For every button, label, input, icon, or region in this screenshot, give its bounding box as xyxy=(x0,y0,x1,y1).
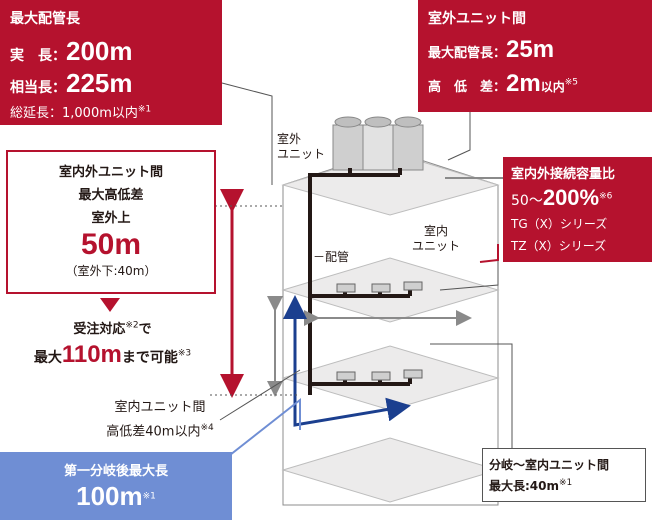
outdoor-maxpipe-row: 最大配管長：25m xyxy=(428,36,554,64)
outdoor-maxpipe-label: 最大配管長： xyxy=(428,46,507,61)
total-length-note: ※1 xyxy=(137,104,152,115)
order-note-line1-note: ※2 xyxy=(125,320,139,331)
total-length-text: 総延長：1,000m以内 xyxy=(10,106,138,121)
capacity-ratio-value: 200% xyxy=(542,185,600,210)
height-box-line1: 室内外ユニット間 xyxy=(58,165,163,180)
order-note-line2-value: 110m xyxy=(61,341,122,368)
outdoor-height-note: ※5 xyxy=(564,77,578,88)
max-pipe-title: 最大配管長 xyxy=(10,11,80,27)
outdoor-unit-spec-box: 室外ユニット間 最大配管長：25m 高 低 差：2m以内※5 xyxy=(418,0,652,112)
total-length-row: 総延長：1,000m以内※1 xyxy=(10,102,151,121)
first-branch-arrow xyxy=(293,300,411,427)
actual-length-label: 実 長： xyxy=(10,48,66,64)
order-note-line2-note: ※3 xyxy=(177,348,192,359)
indoor-height-label: 室内ユニット間 高低差40m以内※4 xyxy=(60,398,260,442)
branch-box-note: ※1 xyxy=(559,478,573,488)
actual-length-value: 200m xyxy=(66,36,133,66)
capacity-ratio-note: ※6 xyxy=(599,191,613,202)
capacity-ratio-prefix: 50～ xyxy=(511,193,543,209)
actual-length-row: 実 長：200m xyxy=(10,36,133,67)
outdoor-maxpipe-value: 25m xyxy=(506,36,555,63)
outdoor-height-value: 2m xyxy=(506,70,541,97)
outdoor-unit-label: 室外 ユニット xyxy=(277,132,326,161)
indoor-unit-label: 室内 ユニット xyxy=(412,224,461,253)
max-pipe-length-box: 最大配管長 実 長：200m 相当長：225m 総延長：1,000m以内※1 xyxy=(0,0,222,125)
height-box-line3: 室外上 xyxy=(91,211,131,226)
equivalent-length-row: 相当長：225m xyxy=(10,68,133,99)
outdoor-spec-title: 室外ユニット間 xyxy=(428,11,526,27)
capacity-ratio-range: 50～200%※6 xyxy=(511,185,612,211)
down-triangle-icon xyxy=(100,298,120,312)
pipe-label-text: 配管 xyxy=(325,250,350,264)
pipe-label: －配管 xyxy=(313,250,350,264)
order-note: 受注対応※2で 最大110mまで可能※3 xyxy=(0,318,225,369)
series-tg: TG（X）シリーズ xyxy=(511,217,608,231)
indoor-height-note: ※4 xyxy=(200,423,214,433)
equivalent-length-label: 相当長： xyxy=(10,80,66,96)
outdoor-height-row: 高 低 差：2m以内※5 xyxy=(428,70,578,98)
equivalent-length-value: 225m xyxy=(66,68,133,98)
first-branch-note: ※1 xyxy=(142,491,156,502)
first-branch-value: 100m xyxy=(76,481,143,511)
first-branch-box: 第一分岐後最大長 100m※1 xyxy=(0,452,232,520)
indoor-units xyxy=(336,281,423,381)
max-height-box: 室内外ユニット間 最大高低差 室外上 50m （室外下:40m） xyxy=(6,150,216,294)
floor-slabs xyxy=(281,151,500,503)
series-tz: TZ（X）シリーズ xyxy=(511,239,607,253)
indoor-height-line1: 室内ユニット間 xyxy=(114,400,206,415)
branch-box-line2: 最大長:40m xyxy=(489,479,560,493)
outdoor-height-label: 高 低 差： xyxy=(428,80,507,95)
order-note-line1-tail: で xyxy=(138,322,152,337)
branch-length-box: 分岐～室内ユニット間 最大長:40m※1 xyxy=(482,448,646,502)
height-box-line2: 最大高低差 xyxy=(78,188,144,203)
order-note-line1: 受注対応 xyxy=(73,322,126,337)
order-note-line2-tail: まで可能 xyxy=(121,350,178,366)
outdoor-height-suffix: 以内 xyxy=(540,80,565,94)
indoor-height-line2: 高低差40m以内 xyxy=(106,424,201,440)
height-box-sub: （室外下:40m） xyxy=(65,264,157,278)
order-note-line2-pre: 最大 xyxy=(33,350,62,366)
capacity-ratio-title: 室内外接続容量比 xyxy=(511,167,616,182)
branch-box-line1: 分岐～室内ユニット間 xyxy=(489,458,610,472)
outdoor-unit xyxy=(332,116,424,171)
height-box-value: 50m xyxy=(80,228,142,261)
first-branch-label: 第一分岐後最大長 xyxy=(63,464,168,479)
capacity-ratio-box: 室内外接続容量比 50～200%※6 TG（X）シリーズ TZ（X）シリーズ xyxy=(503,157,652,262)
